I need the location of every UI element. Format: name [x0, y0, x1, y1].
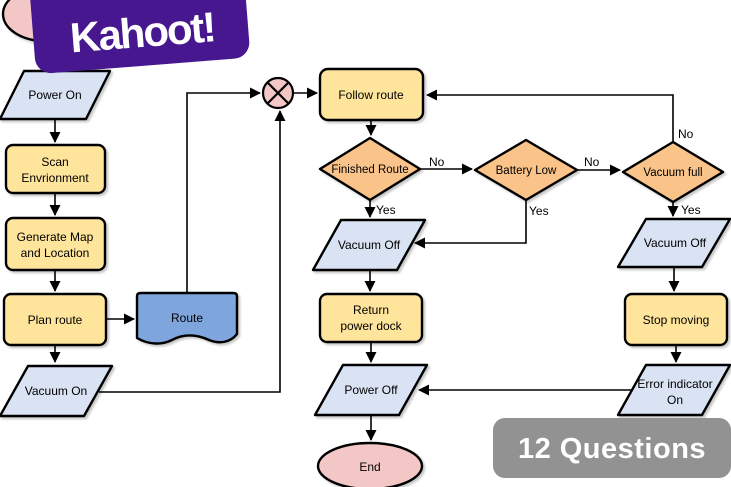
node-vacuum-on	[0, 364, 114, 418]
node-route-document	[135, 291, 239, 345]
label-error-1: Error indicator	[637, 377, 712, 391]
node-power-off	[313, 363, 429, 417]
edge-label-vacuum-yes: Yes	[681, 203, 701, 217]
badge-background	[493, 418, 731, 478]
edge-vacuumon-junction	[99, 110, 286, 393]
label-generate-1: Generate Map	[17, 230, 94, 244]
node-power-on	[0, 69, 112, 121]
label-vacuum-full: Vacuum full	[643, 167, 702, 179]
label-generate-2: and Location	[21, 246, 90, 260]
label-finished-route: Finished Route	[331, 164, 408, 176]
label-follow-route: Follow route	[338, 88, 404, 102]
node-generate-map	[4, 216, 107, 272]
label-power-on: Power On	[28, 88, 81, 102]
badge-text: 12 Questions	[518, 433, 706, 465]
node-scan-environment	[4, 143, 107, 195]
label-scan-2: Envrionment	[21, 171, 89, 185]
edge-vacuumfull-follow	[426, 89, 674, 142]
edge-battery-vacuumoff	[414, 200, 527, 249]
label-end: End	[359, 460, 380, 474]
kahoot-logo: Kahoot!	[29, 0, 250, 74]
node-vacuum-off-right	[616, 217, 731, 269]
label-plan-route: Plan route	[28, 313, 83, 327]
edge-label-battery-yes: Yes	[529, 204, 549, 218]
question-count-badge: 12 Questions	[493, 418, 731, 478]
edge-label-finished-no: No	[429, 155, 445, 169]
junction-circle	[261, 76, 295, 110]
node-vacuum-off-mid	[311, 218, 427, 272]
edge-label-vacuum-no: No	[678, 127, 694, 141]
label-return-1: Return	[353, 303, 389, 317]
label-battery-low: Battery Low	[496, 165, 557, 177]
kahoot-logo-text: Kahoot!	[68, 3, 216, 61]
edge-route-junction	[186, 87, 261, 293]
label-route: Route	[171, 311, 203, 325]
label-vacuum-on: Vacuum On	[25, 384, 87, 398]
label-power-off: Power Off	[344, 383, 398, 397]
label-error-2: On	[667, 393, 683, 407]
node-error-indicator	[616, 363, 731, 417]
edge-label-finished-yes: Yes	[376, 203, 396, 217]
label-vacuum-off-mid: Vacuum Off	[338, 238, 401, 252]
label-return-2: power dock	[340, 319, 402, 333]
node-end	[316, 441, 424, 487]
kahoot-logo-background	[29, 0, 250, 74]
node-return-power-dock	[318, 292, 424, 344]
edge-label-battery-no: No	[584, 155, 600, 169]
label-scan-1: Scan	[41, 155, 68, 169]
label-vacuum-off-right: Vacuum Off	[644, 236, 707, 250]
label-stop-moving: Stop moving	[643, 313, 710, 327]
